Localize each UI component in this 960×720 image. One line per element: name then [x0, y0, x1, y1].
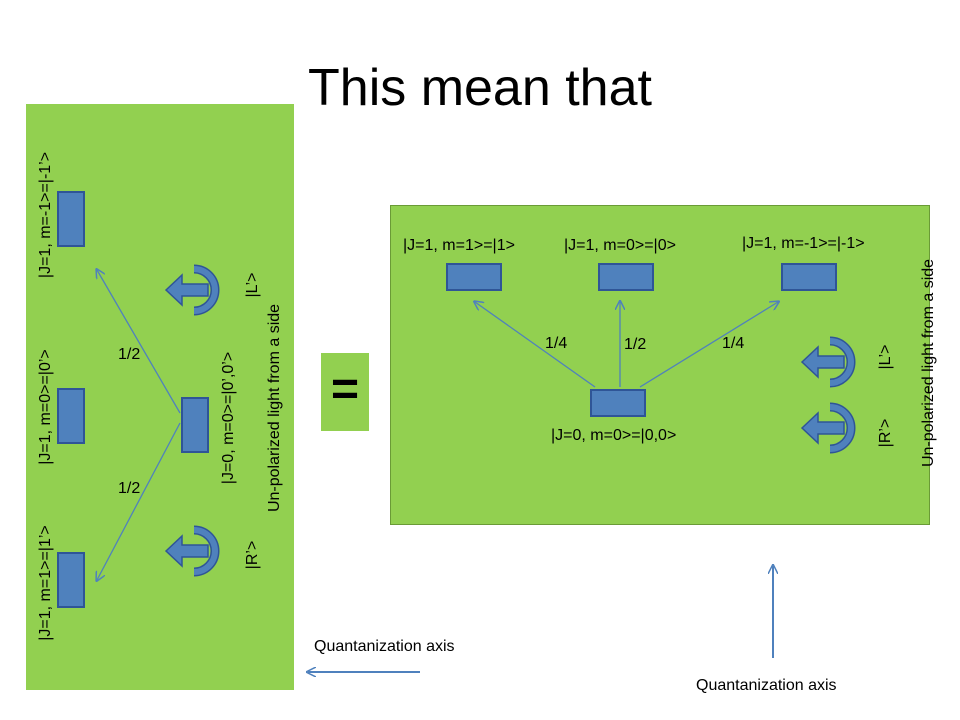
- level-left-ground: [181, 397, 209, 453]
- left-prob-down: 1/2: [118, 480, 141, 497]
- level-left-bot: [57, 552, 85, 608]
- arrow-left-up: [97, 270, 181, 414]
- curved-arrow-icon: [164, 525, 220, 577]
- left-state-top-label: |J=1, m=-1>=|-1’>: [37, 151, 54, 279]
- right-prob-right: 1/4: [722, 335, 745, 352]
- left-state-bot-label: |J=1, m=1>=|1’>: [37, 525, 54, 641]
- left-pol-R: |R’>: [244, 540, 261, 570]
- left-state-mid-label: |J=1, m=0>=|0’>: [37, 349, 54, 465]
- right-ground-state-label: |J=0, m=0>=|0,0>: [551, 427, 677, 444]
- equals-box: [321, 353, 369, 431]
- curved-arrow-icon: [800, 402, 856, 454]
- right-pol-L: |L’>: [877, 344, 894, 370]
- level-right-m1: [446, 263, 502, 291]
- right-prob-mid: 1/2: [624, 336, 647, 353]
- arrow-right-right: [639, 302, 778, 388]
- right-state-mid-label: |J=1, m=0>=|0>: [564, 237, 676, 254]
- right-prob-left: 1/4: [545, 335, 568, 352]
- left-ground-state-label: |J=0, m=0>=|0’,0’>: [220, 351, 237, 485]
- right-pol-R: |R’>: [877, 418, 894, 448]
- arrow-right-left: [475, 302, 596, 388]
- right-light-desc: Un-polarized light from a side: [920, 258, 937, 468]
- curved-arrow-icon: [800, 336, 856, 388]
- level-right-m0: [598, 263, 654, 291]
- page-title: This mean that: [308, 59, 652, 117]
- level-left-mid: [57, 388, 85, 444]
- axis-right-label: Quantanization axis: [696, 677, 837, 694]
- axis-left-label: Quantanization axis: [314, 638, 455, 655]
- left-light-desc: Un-polarized light from a side: [266, 303, 283, 513]
- equals-sign: =: [330, 363, 360, 416]
- level-left-top: [57, 191, 85, 247]
- right-state-right-label: |J=1, m=-1>=|-1>: [742, 235, 865, 252]
- left-pol-L: |L’>: [244, 272, 261, 298]
- right-state-left-label: |J=1, m=1>=|1>: [403, 237, 515, 254]
- arrow-left-down: [97, 422, 181, 580]
- curved-arrow-icon: [164, 264, 220, 316]
- left-prob-up: 1/2: [118, 346, 141, 363]
- level-right-ground: [590, 389, 646, 417]
- level-right-mneg1: [781, 263, 837, 291]
